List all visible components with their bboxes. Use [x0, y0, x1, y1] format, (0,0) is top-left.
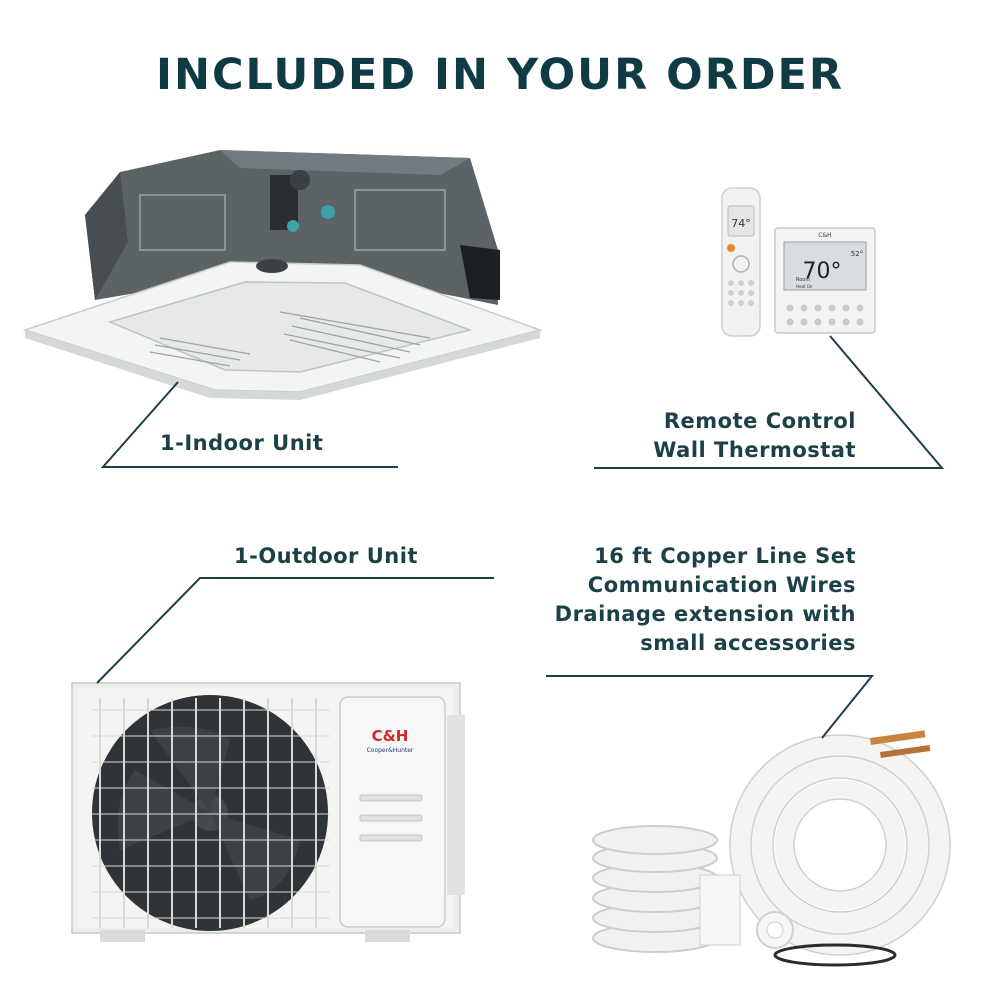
- wall-thermostat-text: Wall Thermostat: [653, 438, 856, 462]
- svg-text:74°: 74°: [731, 217, 751, 230]
- svg-text:52°: 52°: [851, 250, 863, 258]
- svg-text:70°: 70°: [803, 259, 842, 284]
- line-set-image: [592, 730, 951, 967]
- svg-text:C&H: C&H: [818, 232, 831, 239]
- svg-text:Heat On: Heat On: [796, 284, 813, 289]
- leader-line-controls: [594, 335, 945, 469]
- remote-control-text: Remote Control: [663, 409, 856, 433]
- svg-text:Cooper&Hunter: Cooper&Hunter: [367, 747, 414, 754]
- controls-label: Remote Control Wall Thermostat: [653, 407, 856, 465]
- outdoor-unit-label: 1-Outdoor Unit: [234, 544, 418, 568]
- page-title: INCLUDED IN YOUR ORDER: [155, 50, 844, 100]
- line-set-label: 16 ft Copper Line Set Communication Wire…: [555, 542, 856, 658]
- line-set-text-1: 16 ft Copper Line Set: [594, 544, 856, 568]
- leader-lines: [96, 335, 945, 739]
- remote-control-image: 74°: [721, 187, 761, 337]
- indoor-unit-label: 1-Indoor Unit: [160, 431, 324, 455]
- svg-text:Room: Room: [796, 277, 810, 283]
- leader-line-outdoor: [96, 577, 494, 684]
- outdoor-unit-image: C&H Cooper&Hunter: [71, 682, 465, 942]
- leader-line-lineset: [546, 675, 875, 739]
- indoor-unit-image: [22, 150, 543, 400]
- wall-thermostat-image: C&H 70° 52° Room Heat On: [774, 227, 876, 334]
- line-set-text-2: Communication Wires: [587, 573, 856, 597]
- svg-text:C&H: C&H: [372, 727, 409, 745]
- leader-line-indoor: [100, 381, 398, 468]
- line-set-text-3: Drainage extension with: [554, 602, 856, 626]
- line-set-text-4: small accessories: [640, 631, 856, 655]
